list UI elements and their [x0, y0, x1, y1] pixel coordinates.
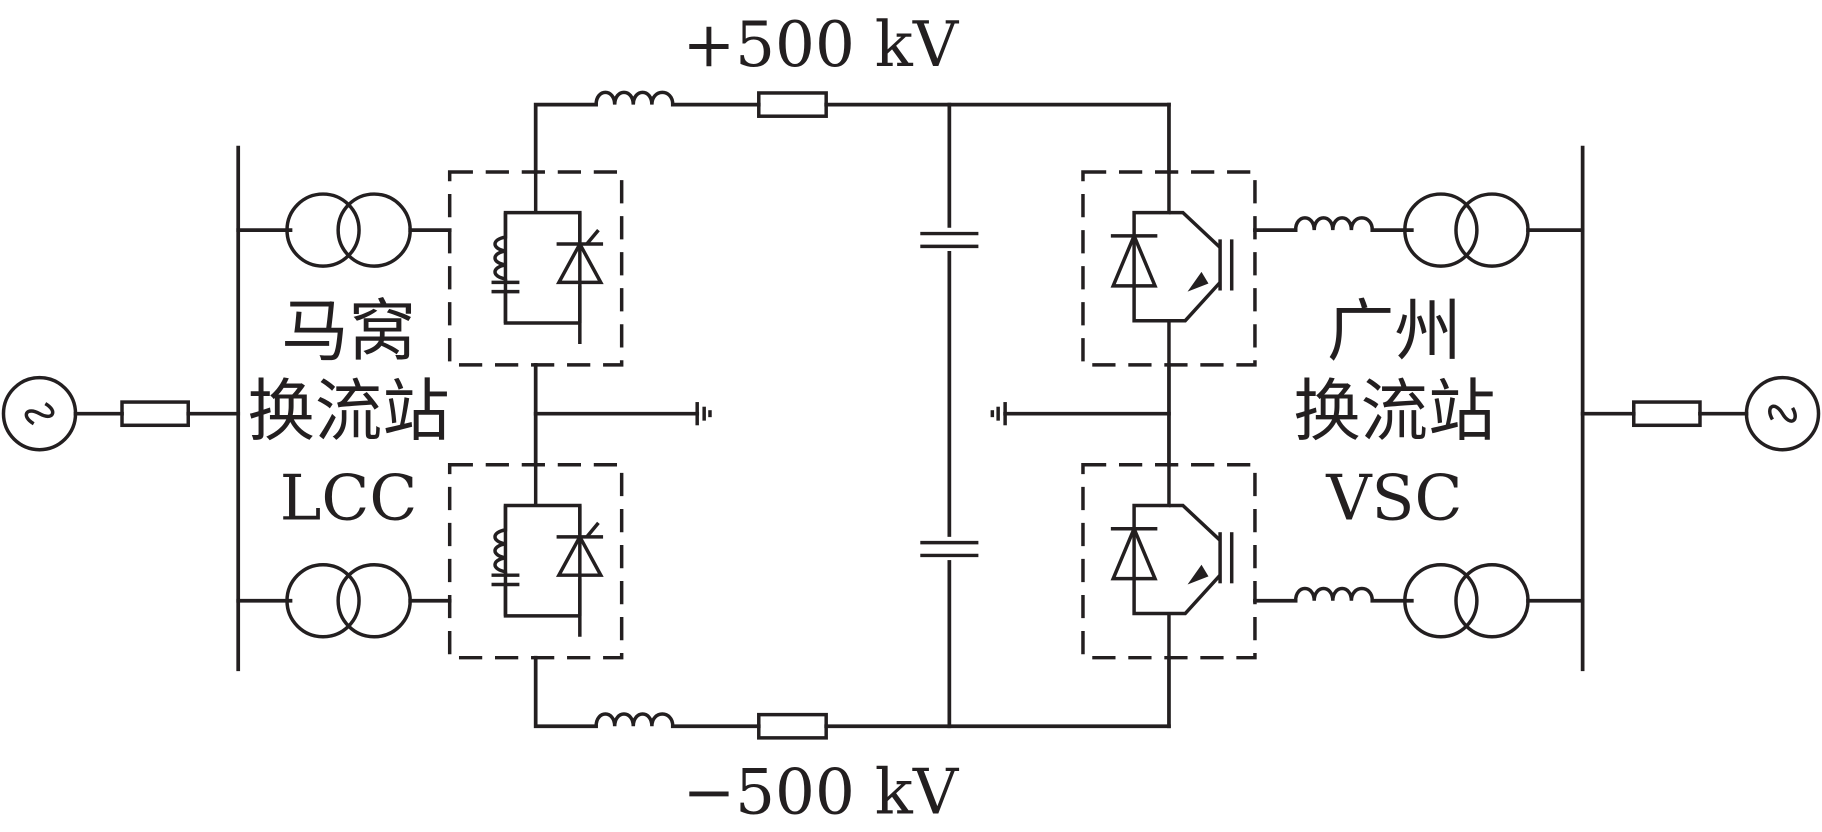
inductor-icon — [594, 712, 675, 728]
igbt-valve-icon — [1081, 170, 1257, 367]
left-station-name: 马窝 — [281, 291, 416, 370]
negative-voltage-label: −500 kV — [683, 755, 960, 828]
ground-icon — [990, 402, 1007, 426]
right-converter-type: VSC — [1325, 461, 1462, 534]
capacitor-icon — [917, 227, 981, 251]
left-converter-type: LCC — [280, 461, 418, 534]
inductor-icon — [1293, 216, 1375, 232]
capacitor-icon — [917, 536, 981, 561]
resistor-icon — [1632, 400, 1702, 428]
inductor-icon — [1293, 586, 1375, 603]
transformer-icon — [1403, 562, 1530, 639]
inductor-icon — [594, 90, 675, 107]
right-station-suffix: 换流站 — [1293, 372, 1495, 451]
resistor-icon — [757, 712, 828, 740]
resistor-icon — [757, 91, 828, 118]
thyristor-valve-icon — [447, 170, 624, 367]
ground-icon — [695, 402, 712, 426]
transformer-icon — [1403, 192, 1530, 268]
resistor-icon — [120, 400, 190, 428]
positive-voltage-label: +500 kV — [683, 8, 960, 81]
left-station-suffix: 换流站 — [248, 372, 450, 451]
ac-source-icon — [1744, 375, 1821, 452]
right-ac-source — [1744, 375, 1821, 452]
transformer-icon — [285, 562, 412, 639]
left-ac-source — [1, 375, 78, 452]
thyristor-valve-icon — [447, 463, 624, 660]
igbt-valve-icon — [1081, 463, 1257, 660]
transformer-icon — [285, 192, 412, 268]
right-station-name: 广州 — [1327, 291, 1462, 370]
